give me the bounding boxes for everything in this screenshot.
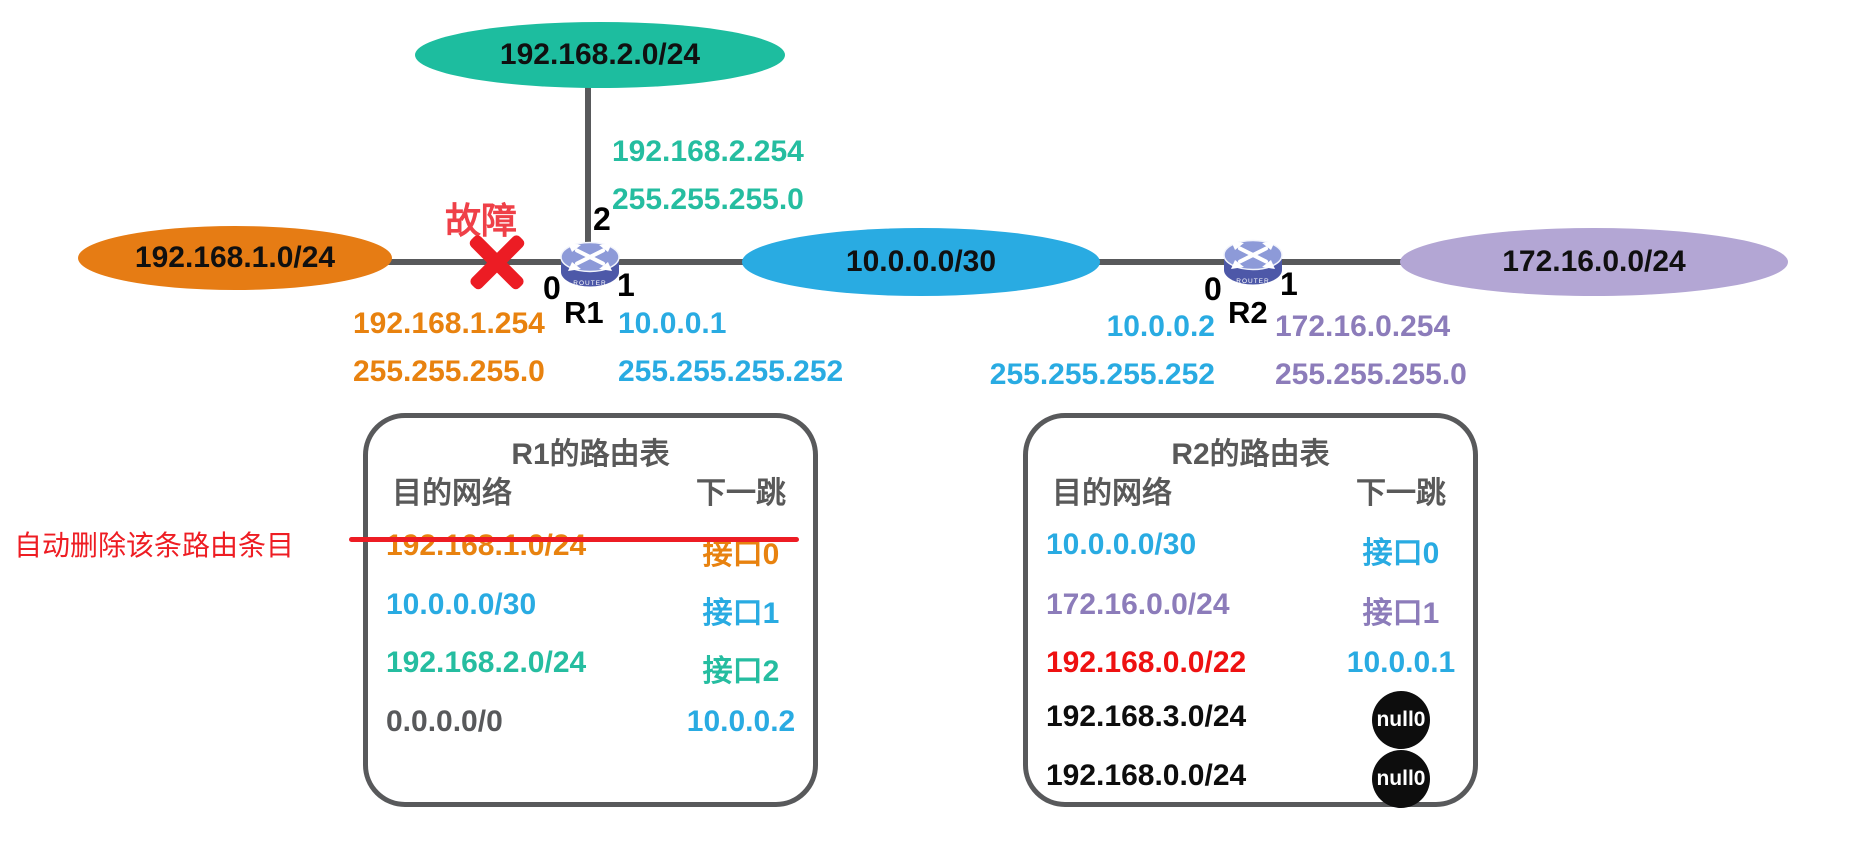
dest-network: 10.0.0.0/30: [1046, 528, 1197, 561]
next-hop: 10.0.0.2: [686, 705, 796, 738]
table-row: 172.16.0.0/24 接口1: [1028, 588, 1473, 630]
r1-interface-2-label: 2: [593, 201, 611, 237]
strikethrough-line: [349, 537, 799, 542]
next-hop: 接口2: [702, 655, 780, 688]
dest-network: 10.0.0.0/30: [386, 588, 537, 621]
dest-network-header: 目的网络: [1052, 477, 1172, 510]
table-row: 192.168.3.0/24 null0: [1028, 691, 1473, 749]
table-row: 192.168.1.0/24 接口0: [368, 529, 813, 571]
r1-table-title: R1的路由表: [511, 438, 670, 471]
network-cloud-192-168-2: 192.168.2.0/24: [415, 22, 785, 88]
router-caption: ROUTER: [573, 280, 606, 287]
ip-address: 10.0.0.1: [618, 307, 727, 340]
r2-interface-0-label: 0: [1204, 271, 1222, 307]
null0-badge: null0: [1372, 691, 1430, 749]
cloud-label: 192.168.2.0/24: [499, 38, 701, 71]
next-hop-header: 下一跳: [696, 477, 786, 510]
ip-address: 172.16.0.254: [1275, 310, 1451, 343]
table-row: 192.168.0.0/22 10.0.0.1: [1028, 646, 1473, 688]
subnet-mask: 255.255.255.0: [612, 183, 804, 216]
next-hop: 接口1: [1362, 597, 1440, 630]
null0-badge: null0: [1372, 750, 1430, 808]
r2-routing-table: R2的路由表 目的网络 下一跳 10.0.0.0/30 接口0 172.16.0…: [1023, 413, 1478, 808]
next-hop: 10.0.0.1: [1346, 646, 1456, 679]
cloud-label: 10.0.0.0/30: [845, 245, 997, 278]
next-hop-header: 下一跳: [1356, 477, 1446, 510]
table-row: 10.0.0.0/30 接口1: [368, 588, 813, 630]
ip-label-10-0-0-1: 10.0.0.1 255.255.255.252: [618, 300, 843, 396]
router-icon: ROUTER: [1223, 239, 1283, 285]
ip-address: 10.0.0.2: [1106, 310, 1215, 343]
dest-network: 0.0.0.0/0: [386, 705, 503, 738]
fault-label: 故障: [445, 200, 518, 241]
table-row: 0.0.0.0/0 10.0.0.2: [368, 705, 813, 747]
next-hop: 接口1: [702, 597, 780, 630]
subnet-mask: 255.255.255.252: [989, 358, 1215, 391]
ip-address: 192.168.1.254: [353, 307, 545, 340]
r1-name-label: R1: [564, 295, 604, 330]
fault-x-icon: [469, 235, 525, 290]
dest-network: 192.168.0.0/24: [1046, 759, 1247, 792]
r2-name-label: R2: [1228, 295, 1268, 330]
r2-interface-1-label: 1: [1280, 266, 1298, 302]
r2-table-title: R2的路由表: [1171, 438, 1330, 471]
deleted-route-annotation: 自动删除该条路由条目: [14, 530, 295, 561]
ip-label-192-168-1-254: 192.168.1.254 255.255.255.0: [353, 300, 545, 396]
network-cloud-192-168-1: 192.168.1.0/24: [78, 226, 392, 290]
ip-label-10-0-0-2: 10.0.0.2 255.255.255.252: [983, 303, 1215, 399]
router-icon: ROUTER: [560, 241, 620, 287]
subnet-mask: 255.255.255.0: [1275, 358, 1467, 391]
table-row: 10.0.0.0/30 接口0: [1028, 528, 1473, 570]
r1-interface-1-label: 1: [617, 267, 635, 303]
subnet-mask: 255.255.255.0: [353, 355, 545, 388]
ip-label-192-168-2-254: 192.168.2.254 255.255.255.0: [612, 128, 804, 224]
dest-network: 192.168.0.0/22: [1046, 646, 1247, 679]
subnet-mask: 255.255.255.252: [618, 355, 844, 388]
dest-network-header: 目的网络: [392, 477, 512, 510]
dest-network: 192.168.3.0/24: [1046, 700, 1247, 733]
ip-address: 192.168.2.254: [612, 135, 804, 168]
dest-network: 172.16.0.0/24: [1046, 588, 1230, 621]
r1-routing-table: R1的路由表 目的网络 下一跳 192.168.1.0/24 接口0 10.0.…: [363, 413, 818, 807]
vertical-link-line: [585, 50, 591, 262]
next-hop: 接口0: [702, 538, 780, 571]
r1-interface-0-label: 0: [543, 270, 561, 306]
router-caption: ROUTER: [1236, 278, 1269, 285]
cloud-label: 192.168.1.0/24: [134, 241, 336, 274]
next-hop: 接口0: [1362, 537, 1440, 570]
network-cloud-172-16-0-0: 172.16.0.0/24: [1400, 228, 1788, 296]
table-row: 192.168.0.0/24 null0: [1028, 750, 1473, 808]
network-cloud-10-0-0-0: 10.0.0.0/30: [742, 228, 1100, 296]
cloud-label: 172.16.0.0/24: [1502, 245, 1686, 278]
dest-network: 192.168.1.0/24: [386, 529, 587, 562]
ip-label-172-16-0-254: 172.16.0.254 255.255.255.0: [1275, 303, 1467, 399]
dest-network: 192.168.2.0/24: [386, 646, 587, 679]
table-row: 192.168.2.0/24 接口2: [368, 646, 813, 688]
